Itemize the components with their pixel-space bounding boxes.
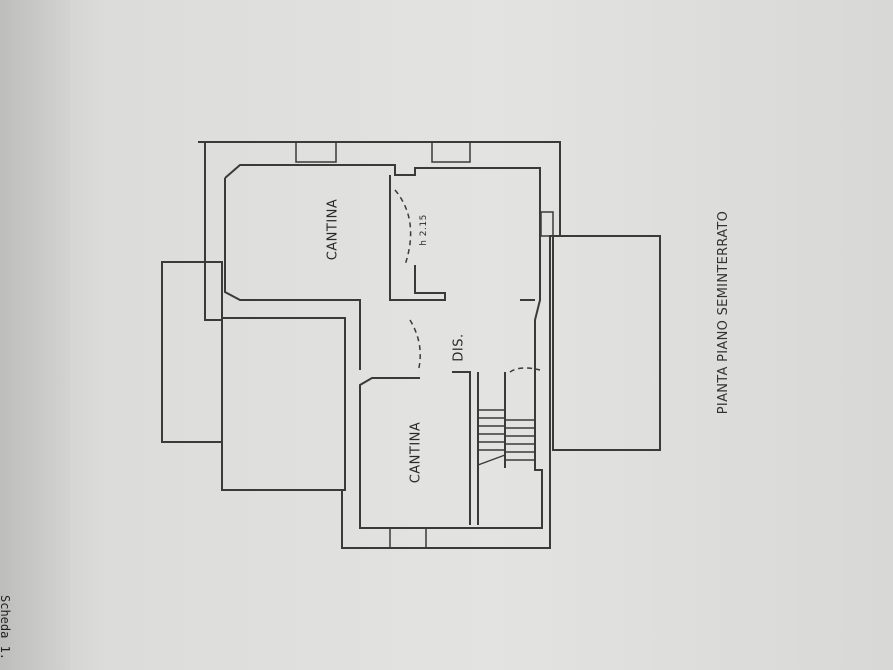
window-right	[540, 211, 554, 237]
plan-title: PIANTA PIANO SEMINTERRATO	[716, 210, 732, 415]
room-label-cantina-top: CANTINA	[325, 198, 341, 261]
inner-wall	[224, 164, 543, 529]
outer-wall	[198, 141, 561, 549]
annex-right	[552, 235, 661, 451]
room-label-dis: DIS.	[451, 333, 467, 362]
arch-1	[394, 189, 412, 266]
room-label-cantina-bottom: CANTINA	[408, 421, 424, 484]
window-top-1	[295, 141, 337, 163]
arch-2	[409, 319, 421, 373]
sheet-edge-text: Scheda 1.	[0, 595, 12, 661]
staircase	[477, 409, 535, 466]
arch-3	[509, 367, 541, 373]
wall-partition-1	[389, 175, 446, 301]
window-top-2	[431, 141, 471, 163]
paper-edge-shadow	[0, 0, 70, 670]
height-note: h 2.15	[418, 214, 429, 246]
wall-partition-3	[452, 371, 471, 525]
room-cantina-top	[224, 178, 361, 370]
annex-left-inner	[221, 317, 346, 491]
window-bottom	[389, 527, 427, 549]
annex-left-outer	[161, 261, 223, 443]
